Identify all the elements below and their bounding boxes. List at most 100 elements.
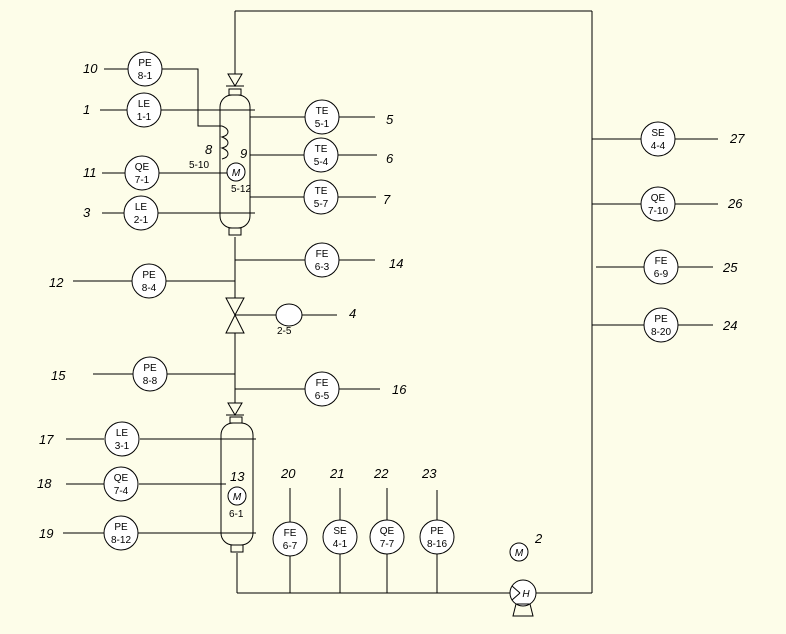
- instrument-te-5-4: TE5-4: [303, 137, 339, 173]
- instrument-bubble: [419, 519, 455, 555]
- mixer-symbol: M: [232, 168, 241, 179]
- lower-left-lines: [63, 438, 256, 534]
- instrument-le-2-1: LE 2-1: [123, 195, 159, 231]
- instrument-code: LE: [116, 428, 129, 439]
- instrument-number: 5-4: [314, 157, 329, 168]
- right-lines: [592, 138, 718, 326]
- instrument-bubble: [304, 371, 340, 407]
- instrument-bubble: [640, 121, 676, 157]
- instrument-tag: 7: [383, 192, 391, 207]
- instrument-number: 4-1: [333, 539, 348, 550]
- lower-mixer-icon: M: [227, 486, 247, 506]
- mixer-icon: M: [226, 162, 246, 182]
- instrument-number: 3-1: [115, 441, 130, 452]
- lower-vessel-tag: 13: [230, 469, 245, 484]
- instrument-tag: 1: [83, 102, 90, 117]
- instrument-tag: 22: [373, 466, 389, 481]
- lower-mixer-number: 6-1: [229, 509, 244, 520]
- instrument-bubble: [369, 519, 405, 555]
- instrument-qe-7-7: QE7-7: [369, 519, 405, 555]
- instrument-bubbles: PE8-1LE1-1QE7-1LE2-1TE5-1TE5-4TE5-7FE6-3…: [103, 51, 679, 557]
- pump-motor-tag: 2: [534, 531, 543, 546]
- instrument-tag: 26: [727, 196, 743, 211]
- instrument-bubble: [304, 242, 340, 278]
- instrument-code: SE: [651, 128, 665, 139]
- upper-right-lines: [250, 116, 377, 198]
- instrument-code: LE: [135, 202, 148, 213]
- upper-left-lines: [100, 68, 255, 214]
- bottom-drops: [289, 488, 438, 593]
- instrument-code: PE: [114, 522, 128, 533]
- piping: [234, 10, 593, 594]
- instrument-tag: 15: [51, 368, 66, 383]
- instrument-number: 1-1: [137, 112, 152, 123]
- instrument-bubble: [640, 186, 676, 222]
- instrument-fe-6-7: FE 6-7: [272, 521, 308, 557]
- instrument-le-3-1: LE 3-1: [104, 421, 140, 457]
- pump-symbol: H: [522, 589, 530, 600]
- instrument-pe-8-20: PE8-20: [643, 307, 679, 343]
- pump-motor-symbol: M: [515, 548, 524, 559]
- control-valve: [225, 297, 337, 334]
- instrument-code: QE: [380, 526, 395, 537]
- instrument-bubble: [104, 421, 140, 457]
- instrument-number: 6-9: [654, 269, 669, 280]
- instrument-tag: 5: [386, 112, 394, 127]
- instrument-tag: 11: [83, 165, 97, 180]
- middle-lines: [73, 259, 380, 390]
- instrument-code: PE: [143, 363, 157, 374]
- instrument-code: QE: [135, 162, 150, 173]
- instrument-te-5-1: TE 5-1: [304, 99, 340, 135]
- instrument-tag: 14: [389, 256, 403, 271]
- instrument-number: 7-1: [135, 175, 150, 186]
- instrument-number: 6-5: [315, 391, 330, 402]
- instrument-bubble: [643, 307, 679, 343]
- instrument-bubble: [103, 466, 139, 502]
- instrument-tag: 20: [280, 466, 296, 481]
- instrument-number: 8-8: [143, 376, 158, 387]
- instrument-number: 2-1: [134, 215, 149, 226]
- upper-vessel: [219, 73, 251, 236]
- mixer-tag: 9: [240, 146, 247, 161]
- instrument-code: TE: [316, 106, 329, 117]
- instrument-pe-8-16: PE8-16: [419, 519, 455, 555]
- instrument-qe-7-1: QE 7-1: [124, 155, 160, 191]
- heater-number: 5-10: [189, 160, 209, 171]
- instrument-code: PE: [430, 526, 444, 537]
- instrument-pe-8-1: PE 8-1: [127, 51, 163, 87]
- instrument-fe-6-5: FE 6-5: [304, 371, 340, 407]
- instrument-number: 7-10: [648, 206, 668, 217]
- instrument-tag: 27: [729, 131, 745, 146]
- instrument-tag: 19: [39, 526, 53, 541]
- instrument-code: FE: [655, 256, 668, 267]
- instrument-pe-8-12: PE 8-12: [103, 515, 139, 551]
- instrument-code: FE: [316, 249, 329, 260]
- instrument-number: 8-1: [138, 71, 153, 82]
- lower-mixer-symbol: M: [233, 492, 242, 503]
- instrument-tag: 24: [722, 318, 737, 333]
- instrument-number: 8-12: [111, 535, 131, 546]
- instrument-number: 6-7: [283, 541, 298, 552]
- instrument-code: FE: [316, 378, 329, 389]
- valve-number: 2-5: [277, 326, 292, 337]
- instrument-code: FE: [284, 528, 297, 539]
- instrument-bubble: [126, 92, 162, 128]
- heater-coil: [220, 125, 229, 160]
- instrument-code: QE: [651, 193, 666, 204]
- instrument-tag: 17: [39, 432, 54, 447]
- instrument-fe-6-9: FE 6-9: [643, 249, 679, 285]
- pump-motor-icon: M: [509, 542, 529, 562]
- mixer-number: 5-12: [231, 184, 251, 195]
- instrument-qe-7-10: QE 7-10: [640, 186, 676, 222]
- instrument-code: LE: [138, 99, 151, 110]
- instrument-code: PE: [138, 58, 152, 69]
- instrument-number: 5-1: [315, 119, 330, 130]
- instrument-tag: 16: [392, 382, 407, 397]
- valve-tag: 4: [349, 306, 356, 321]
- instrument-tag: 21: [329, 466, 344, 481]
- instrument-pe-8-4: PE8-4: [131, 263, 167, 299]
- pump-icon: H: [509, 579, 537, 617]
- instrument-tag: 12: [49, 275, 64, 290]
